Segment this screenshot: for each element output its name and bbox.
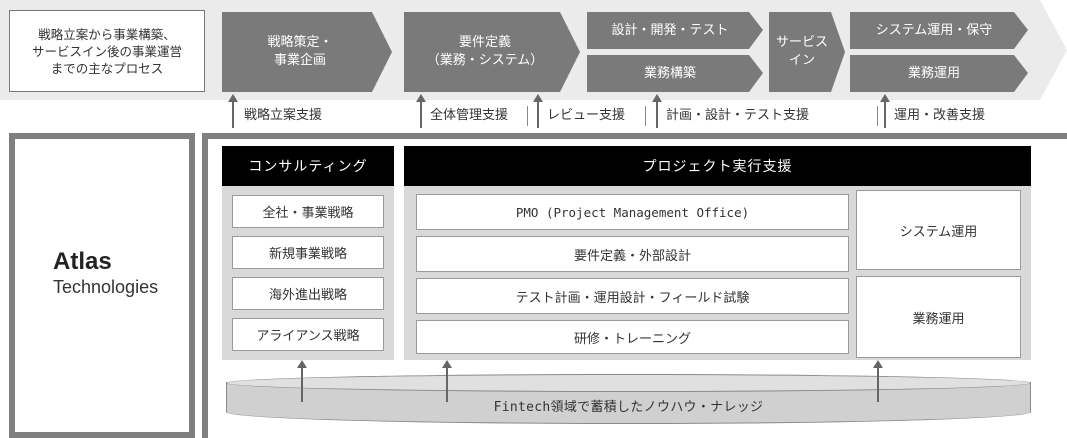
arrow-line-knowledge-ops [877,367,879,402]
company-subname: Technologies [53,277,159,297]
support-overall-label: 全体管理支援 [430,108,509,123]
support-review-label: レビュー支援 [547,108,626,123]
arrow-head-knowledge-consulting [297,360,307,368]
arrow-head-ops-support [880,94,890,102]
arrow-line-plan-support [656,101,658,128]
stage-biz-ops-label: 業務運用 [907,65,960,81]
arrow-head-strategy-support [228,94,238,102]
knowledge-cylinder-top [226,374,1031,392]
project-header: プロジェクト実行支援 [404,146,1031,186]
project-item-test-planning: テスト計画・運用設計・フィールド試験 [416,278,849,314]
stage-ops-label: システム運用・保守 [875,22,993,38]
arrow-head-knowledge-project [442,360,452,368]
stage-business-build-label: 業務構築 [643,65,696,81]
intro-line-2: サービスイン後の事業運営 [31,43,182,59]
stage-ops-chevron: システム運用・保守 [850,12,1028,49]
support-ops-label: 運用・改善支援 [894,108,986,123]
knowledge-label: Fintech領域で蓄積したノウハウ・ナレッジ [493,400,764,415]
stage-dev-label: 設計・開発・テスト [611,22,729,38]
support-strategy-label: 戦略立案支援 [244,108,323,123]
stage-requirements-label: 要件定義 （業務・システム） [426,35,544,68]
project-side-business-ops: 業務運用 [856,276,1021,358]
arrow-head-knowledge-ops [873,360,883,368]
stage-service-in-label: サービス イン [775,35,828,68]
company-name: Atlas [53,248,112,275]
company-box [9,133,195,438]
stage-dev-chevron: 設計・開発・テスト [587,12,763,49]
stage-business-build-chevron: 業務構築 [587,55,763,92]
stage-biz-ops-chevron: 業務運用 [850,55,1028,92]
arrow-line-overall-support [420,101,422,128]
consulting-item-new-business-strategy: 新規事業戦略 [232,236,384,269]
project-side-system-ops: システム運用 [856,190,1021,270]
project-item-training: 研修・トレーニング [416,320,849,354]
arrow-line-strategy-support [232,101,234,128]
arrow-head-review-support [533,94,543,102]
support-plan-label: 計画・設計・テスト支援 [666,108,810,123]
intro-line-1: 戦略立案から事業構築、 [38,26,176,42]
process-intro-box: 戦略立案から事業構築、 サービスイン後の事業運営 までの主なプロセス [9,10,205,92]
support-divider-2 [645,106,646,126]
project-item-pmo: PMO (Project Management Office) [416,194,849,230]
arrow-line-ops-support [884,101,886,128]
arrow-line-knowledge-consulting [301,367,303,402]
stage-strategy-label: 戦略策定・ 事業企画 [267,35,333,68]
support-divider-1 [527,106,528,126]
project-item-requirements: 要件定義・外部設計 [416,236,849,272]
arrow-head-overall-support [416,94,426,102]
arrow-line-knowledge-project [446,367,448,402]
arrow-head-plan-support [652,94,662,102]
consulting-header: コンサルティング [222,146,394,186]
arrow-line-review-support [537,101,539,128]
stage-requirements-chevron: 要件定義 （業務・システム） [404,12,580,92]
consulting-item-corporate-strategy: 全社・事業戦略 [232,195,384,228]
stage-strategy-chevron: 戦略策定・ 事業企画 [222,12,392,92]
intro-line-3: までの主なプロセス [50,60,164,76]
consulting-item-overseas-strategy: 海外進出戦略 [232,277,384,310]
stage-service-in-chevron: サービス イン [769,12,845,92]
consulting-item-alliance-strategy: アライアンス戦略 [232,318,384,351]
support-divider-3 [877,106,878,126]
